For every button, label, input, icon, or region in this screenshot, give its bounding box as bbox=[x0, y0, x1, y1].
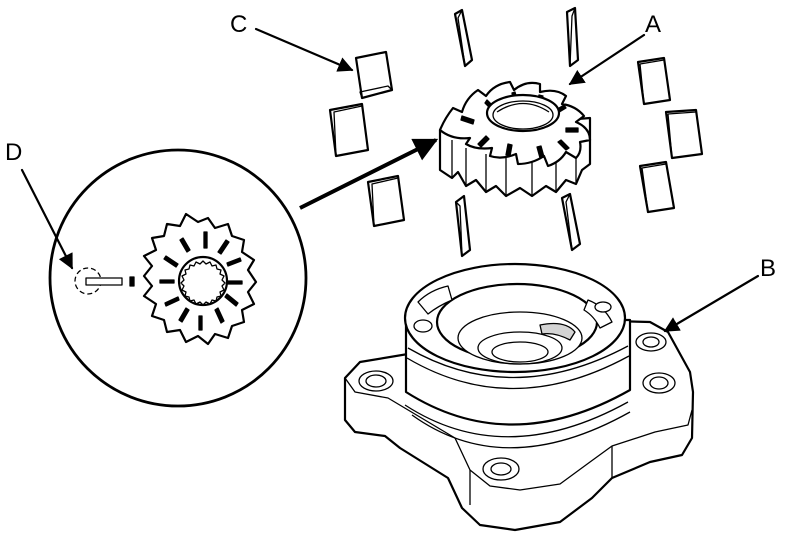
label-a: A bbox=[645, 11, 661, 38]
vane-icon bbox=[328, 6, 704, 258]
leader-line-d bbox=[20, 168, 74, 270]
detail-magnifier-icon bbox=[48, 148, 308, 408]
leader-line-c bbox=[254, 27, 354, 72]
label-b: B bbox=[760, 255, 776, 282]
rotor-icon bbox=[438, 80, 592, 198]
label-d: D bbox=[5, 139, 22, 166]
leader-line-a bbox=[568, 33, 646, 86]
leader-line-b bbox=[663, 274, 760, 333]
label-c: C bbox=[230, 11, 247, 38]
pump-housing-icon bbox=[343, 262, 695, 532]
detail-pointer-arrow bbox=[299, 138, 439, 210]
